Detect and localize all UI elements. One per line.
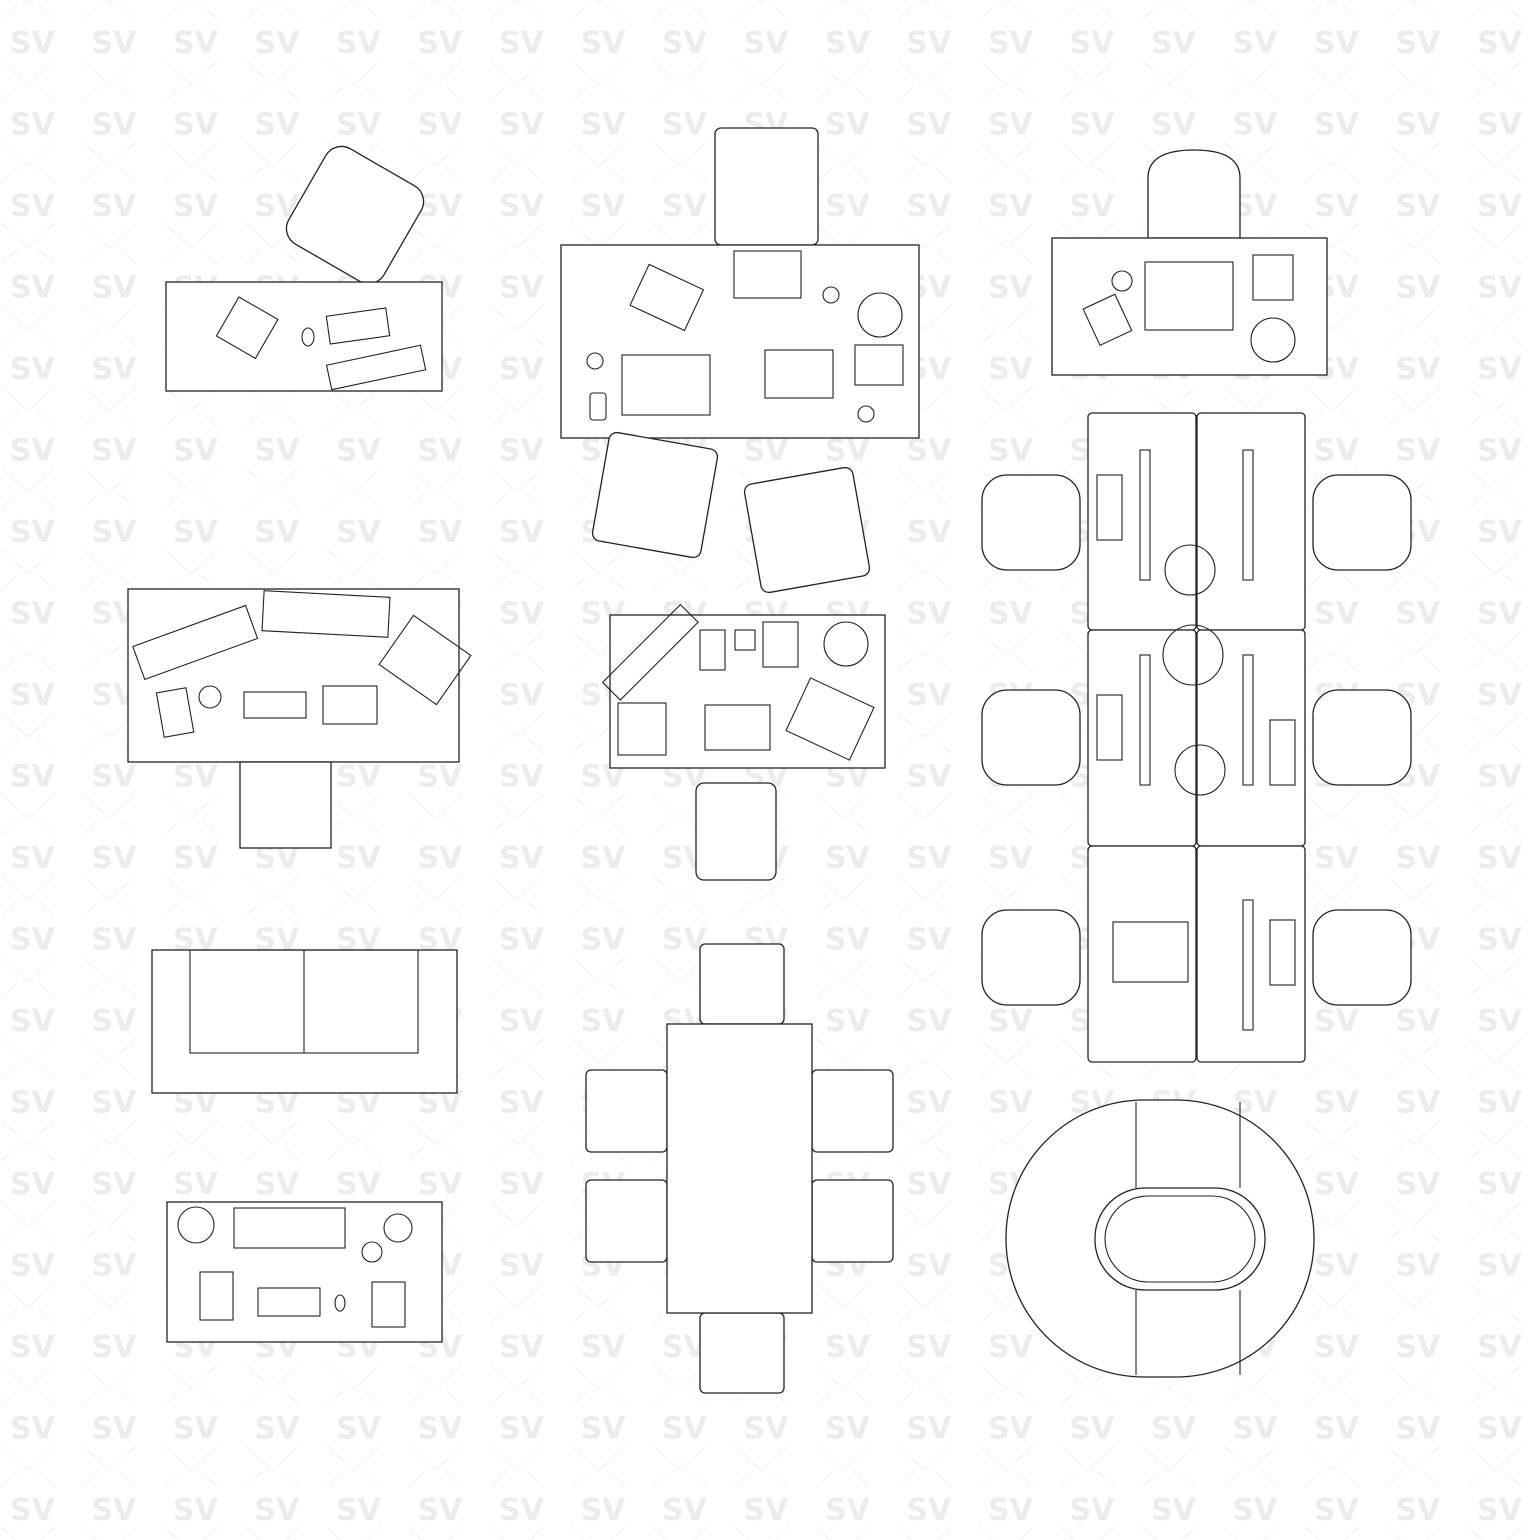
dual-monitor-desk bbox=[127, 588, 472, 849]
sofa bbox=[151, 949, 458, 1094]
plant bbox=[1164, 544, 1216, 596]
laptop bbox=[378, 614, 472, 706]
keyboard bbox=[1096, 474, 1123, 541]
laptop bbox=[629, 263, 705, 332]
desk-with-rotated-chair bbox=[165, 145, 443, 392]
laptop bbox=[1144, 261, 1234, 331]
laptop bbox=[764, 349, 834, 399]
plant bbox=[1174, 744, 1226, 796]
mouse bbox=[301, 327, 315, 347]
plant bbox=[177, 1206, 215, 1244]
keyboard bbox=[1269, 719, 1296, 786]
mouse bbox=[334, 1294, 346, 1312]
dining-table-six-chairs bbox=[585, 943, 894, 1394]
double-desk-three-chairs bbox=[560, 127, 920, 594]
desk-with-plant-and-lamp bbox=[166, 1201, 443, 1343]
plant bbox=[1162, 624, 1224, 686]
armchair bbox=[1147, 149, 1241, 239]
monitor bbox=[325, 344, 427, 391]
chair bbox=[285, 145, 425, 285]
drafting-desk-with-chair bbox=[601, 603, 886, 881]
desk bbox=[127, 588, 460, 763]
keyboard bbox=[243, 691, 307, 719]
keyboard bbox=[1269, 919, 1296, 986]
chair-top bbox=[714, 127, 819, 246]
plant bbox=[823, 621, 869, 667]
chair-bottom-left bbox=[591, 431, 719, 559]
desk bbox=[1051, 237, 1328, 376]
monitor bbox=[233, 1207, 346, 1249]
oval-conference-table bbox=[1005, 1099, 1315, 1378]
chair bbox=[239, 761, 332, 849]
desk bbox=[560, 244, 920, 439]
chair-bottom-right bbox=[743, 466, 871, 594]
desk bbox=[609, 614, 886, 769]
table bbox=[666, 1023, 813, 1314]
chair bbox=[695, 782, 777, 881]
plant bbox=[857, 292, 903, 338]
six-person-bench-workstation bbox=[981, 412, 1412, 1063]
laptop bbox=[704, 704, 771, 751]
plant bbox=[1250, 317, 1296, 363]
keyboard bbox=[257, 1287, 321, 1317]
laptop bbox=[1112, 921, 1189, 983]
document bbox=[621, 354, 711, 416]
lamp bbox=[383, 1213, 413, 1243]
desk bbox=[165, 281, 443, 392]
keyboard bbox=[1096, 694, 1123, 761]
keyboard bbox=[325, 307, 391, 345]
tablet bbox=[215, 296, 279, 360]
desk-with-armchair bbox=[1051, 149, 1328, 376]
